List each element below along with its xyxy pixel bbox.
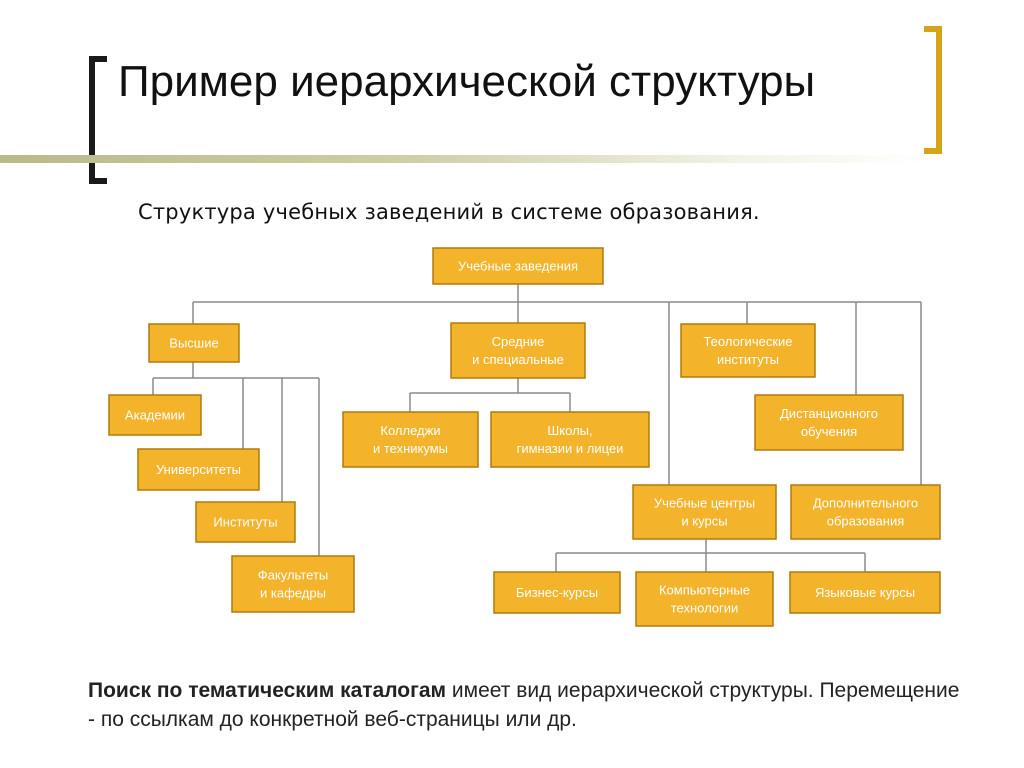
title-underline [0,155,930,163]
node-label: Учебные заведения [458,259,578,274]
node-label: Компьютерные [659,583,750,598]
node-label: Бизнес-курсы [516,585,598,600]
node-training: Учебные центры и курсы [632,484,777,540]
node-label: обучения [801,424,857,439]
node-label: Теологические [703,334,792,349]
node-box [680,323,816,378]
node-languages: Языковые курсы [789,571,941,614]
node-faculties: Факультеты и кафедры [231,555,355,613]
node-box [789,571,941,614]
connector-lines [152,284,922,572]
slide-title: Пример иерархической структуры [118,57,816,106]
node-box [754,394,904,451]
node-label: Высшие [169,336,218,351]
node-business: Бизнес-курсы [493,571,621,614]
node-secondary: Средние и специальные [450,322,586,379]
node-label: Языковые курсы [815,585,915,600]
node-academies: Академии [108,394,202,436]
node-box [432,247,604,285]
node-box [450,322,586,379]
node-label: Институты [213,515,277,530]
node-theological: Теологические институты [680,323,816,378]
node-label: Колледжи [380,423,440,438]
node-box [108,394,202,436]
footer-rest-text: имеет вид иерархической структуры. Перем… [88,679,960,731]
node-universities: Университеты [137,448,260,491]
node-label: институты [717,352,779,367]
node-box [137,448,260,491]
node-box [493,571,621,614]
node-label: и техникумы [373,441,448,456]
node-computer: Компьютерные технологии [635,571,774,627]
node-box [148,323,240,363]
node-box [231,555,355,613]
node-label: Дистанционного [780,406,878,421]
node-box [342,411,479,468]
node-label: образования [827,514,905,529]
node-box [632,484,777,540]
node-box [790,484,941,540]
node-label: Средние [492,334,545,349]
node-institutes: Институты [195,501,296,543]
node-distance: Дистанционного обучения [754,394,904,451]
node-label: технологии [671,601,739,616]
slide-subtitle: Структура учебных заведений в системе об… [138,200,760,224]
node-additional: Дополнительного образования [790,484,941,540]
node-label: Дополнительного [813,496,918,511]
node-label: и кафедры [260,586,326,601]
footer-text: Поиск по тематическим каталогам имеет ви… [88,676,968,734]
node-box [195,501,296,543]
footer-bold-text: Поиск по тематическим каталогам [88,679,447,702]
node-label: и курсы [681,514,727,529]
left-bracket-decoration [89,56,107,184]
node-label: Факультеты [258,568,328,583]
node-colleges: Колледжи и техникумы [342,411,479,468]
node-label: и специальные [472,352,564,367]
node-higher: Высшие [148,323,240,363]
node-label: гимназии и лицеи [517,441,624,456]
node-label: Академии [125,408,185,423]
node-root: Учебные заведения [432,247,604,285]
node-schools: Школы, гимназии и лицеи [490,411,650,468]
node-box [490,411,650,468]
right-bracket-decoration [924,26,942,154]
node-label: Университеты [156,462,241,477]
node-label: Учебные центры [654,496,755,511]
node-label: Школы, [547,423,592,438]
node-box [635,571,774,627]
